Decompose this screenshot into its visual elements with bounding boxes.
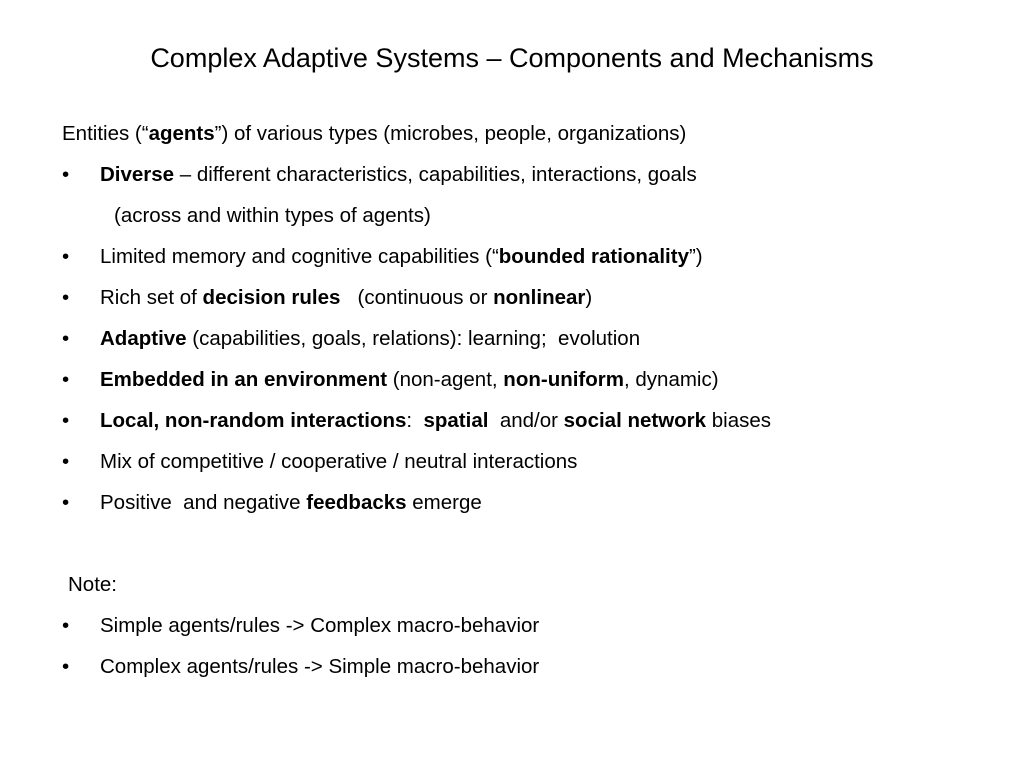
bullet-icon: •: [62, 163, 70, 186]
bullet-icon: •: [62, 245, 70, 268]
bullet-icon: •: [62, 368, 70, 391]
bullet-icon: •: [62, 327, 70, 350]
list-item-rules: Rich set of decision rules (continuous o…: [100, 286, 593, 309]
note-item-complex: Complex agents/rules -> Simple macro-beh…: [100, 655, 540, 678]
list-item-embedded: Embedded in an environment (non-agent, n…: [100, 368, 719, 391]
list-item-local: Local, non-random interactions: spatial …: [100, 409, 772, 432]
bullet-icon: •: [62, 286, 70, 309]
intro-line: Entities (“agents”) of various types (mi…: [62, 122, 687, 145]
bullet-icon: •: [62, 614, 70, 637]
list-item-memory: Limited memory and cognitive capabilitie…: [100, 245, 703, 268]
list-item-diverse-continuation: (across and within types of agents): [114, 204, 431, 227]
list-item-mix: Mix of competitive / cooperative / neutr…: [100, 450, 578, 473]
bullet-icon: •: [62, 491, 70, 514]
bullet-icon: •: [62, 450, 70, 473]
slide-title: Complex Adaptive Systems – Components an…: [150, 43, 874, 73]
list-item-diverse: Diverse – different characteristics, cap…: [100, 163, 697, 186]
note-item-simple: Simple agents/rules -> Complex macro-beh…: [100, 614, 540, 637]
note-label: Note:: [68, 573, 117, 596]
bullet-icon: •: [62, 409, 70, 432]
list-item-feedback: Positive and negative feedbacks emerge: [100, 491, 482, 514]
list-item-adaptive: Adaptive (capabilities, goals, relations…: [100, 327, 641, 350]
bullet-icon: •: [62, 655, 70, 678]
